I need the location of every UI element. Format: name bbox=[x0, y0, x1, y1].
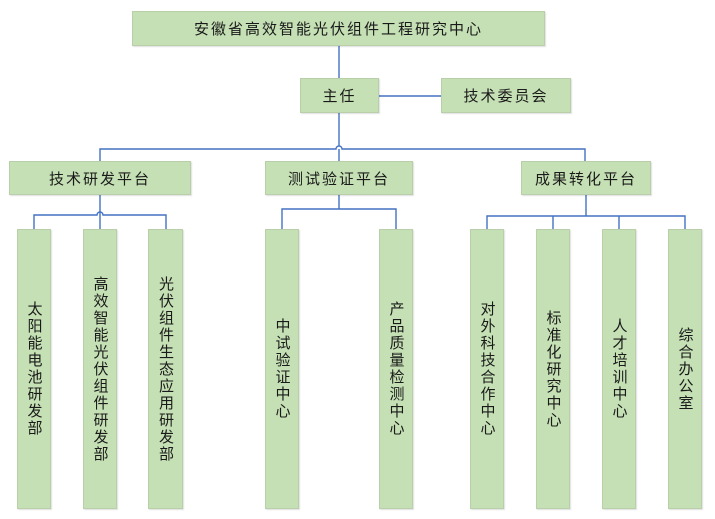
department-node: 中试验证中心 bbox=[265, 229, 299, 509]
department-node: 产品质量检测中心 bbox=[379, 229, 413, 509]
department-node: 太阳能电池研发部 bbox=[17, 229, 51, 509]
platform-label: 成果转化平台 bbox=[534, 169, 637, 188]
connector-platform-1-bus bbox=[33, 211, 167, 229]
department-node: 标准化研究中心 bbox=[536, 229, 570, 509]
department-node: 人才培训中心 bbox=[602, 229, 636, 509]
director-node: 主任 bbox=[300, 78, 379, 113]
connector-platform-bus bbox=[99, 145, 586, 161]
department-label: 产品质量检测中心 bbox=[387, 301, 406, 437]
department-node: 对外科技合作中心 bbox=[470, 229, 504, 509]
department-label: 太阳能电池研发部 bbox=[25, 301, 44, 437]
platform-node: 成果转化平台 bbox=[521, 161, 651, 195]
connector-platform-3-bus bbox=[486, 215, 686, 229]
committee-label: 技术委员会 bbox=[463, 87, 549, 105]
root-node: 安徽省高效智能光伏组件工程研究中心 bbox=[132, 11, 545, 46]
department-node: 高效智能光伏组件研发部 bbox=[83, 229, 117, 509]
department-node: 综合办公室 bbox=[668, 229, 702, 509]
department-label: 人才培训中心 bbox=[610, 318, 629, 420]
department-label: 高效智能光伏组件研发部 bbox=[91, 275, 110, 463]
committee-node: 技术委员会 bbox=[441, 78, 571, 113]
platform-node: 技术研发平台 bbox=[9, 161, 191, 195]
connector-platform-2-bus bbox=[281, 208, 397, 229]
department-label: 光伏组件生态应用研发部 bbox=[157, 275, 175, 463]
platform-label: 测试验证平台 bbox=[287, 169, 390, 188]
department-label: 标准化研究中心 bbox=[544, 309, 563, 429]
director-label: 主任 bbox=[322, 87, 357, 105]
department-label: 综合办公室 bbox=[676, 326, 695, 412]
department-label: 对外科技合作中心 bbox=[478, 301, 497, 437]
department-label: 中试验证中心 bbox=[273, 318, 292, 420]
platform-node: 测试验证平台 bbox=[265, 161, 413, 195]
platform-label: 技术研发平台 bbox=[48, 169, 151, 188]
department-node: 光伏组件生态应用研发部 bbox=[148, 229, 183, 509]
root-label: 安徽省高效智能光伏组件工程研究中心 bbox=[193, 20, 483, 38]
